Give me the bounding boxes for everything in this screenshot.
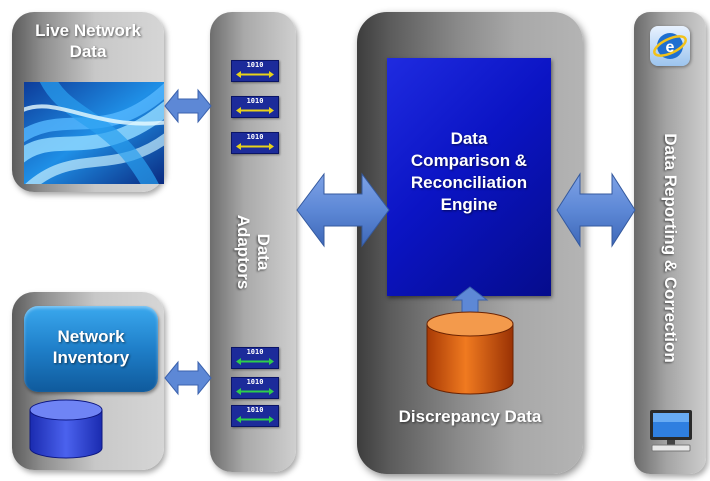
adaptor-bits-label: 1010 [246, 97, 264, 105]
adaptor-icon: 1010 [231, 60, 279, 82]
adaptors-title-line1: Data [254, 233, 273, 271]
adaptors-title-line2: Adaptors [234, 214, 253, 290]
adaptor-icon: 1010 [231, 132, 279, 154]
engine-title-line2: Comparison & [410, 151, 528, 170]
live-network-title-line2: Data [69, 42, 107, 61]
reporting-title: Data Reporting & Correction [661, 133, 680, 363]
adaptor-bits-label: 1010 [246, 348, 264, 356]
engine-to-reporting-arrow-icon [556, 172, 636, 248]
adaptor-bits-label: 1010 [246, 406, 264, 414]
network-cables-image [24, 82, 164, 184]
live-to-adaptor-arrow-icon [164, 86, 212, 126]
adaptor-bits-label: 1010 [246, 378, 264, 386]
engine-title-line1: Data [450, 129, 488, 148]
discrepancy-database-icon [425, 310, 515, 396]
svg-text:e: e [666, 39, 675, 56]
engine-title-line4: Engine [440, 195, 498, 214]
engine-panel: Data Comparison & Reconciliation Engine … [357, 12, 583, 474]
adaptor-icon: 1010 [231, 377, 279, 399]
adaptor-to-engine-arrow-icon [296, 172, 390, 248]
adaptor-icon: 1010 [231, 347, 279, 369]
discrepancy-data-label: Discrepancy Data [398, 407, 542, 426]
comparison-engine-box: Data Comparison & Reconciliation Engine [387, 58, 551, 296]
database-cylinder-icon [28, 398, 104, 460]
adaptor-bits-label: 1010 [246, 61, 264, 69]
network-inventory-box: Network Inventory [24, 306, 158, 392]
network-inventory-title-line2: Inventory [52, 348, 130, 367]
computer-monitor-icon [646, 408, 696, 454]
network-inventory-panel: Network Inventory [12, 292, 164, 470]
live-network-data-panel: Live Network Data [12, 12, 164, 192]
reporting-panel: e Data Reporting & Correction [634, 12, 706, 474]
inventory-to-adaptor-arrow-icon [164, 358, 212, 398]
adaptor-icon: 1010 [231, 96, 279, 118]
network-inventory-title-line1: Network [57, 327, 125, 346]
adaptor-bits-label: 1010 [246, 133, 264, 141]
adaptor-icon: 1010 [231, 405, 279, 427]
engine-title-line3: Reconciliation [410, 173, 528, 192]
live-network-title-line1: Live Network [35, 21, 141, 40]
ie-browser-icon: e [650, 26, 690, 66]
